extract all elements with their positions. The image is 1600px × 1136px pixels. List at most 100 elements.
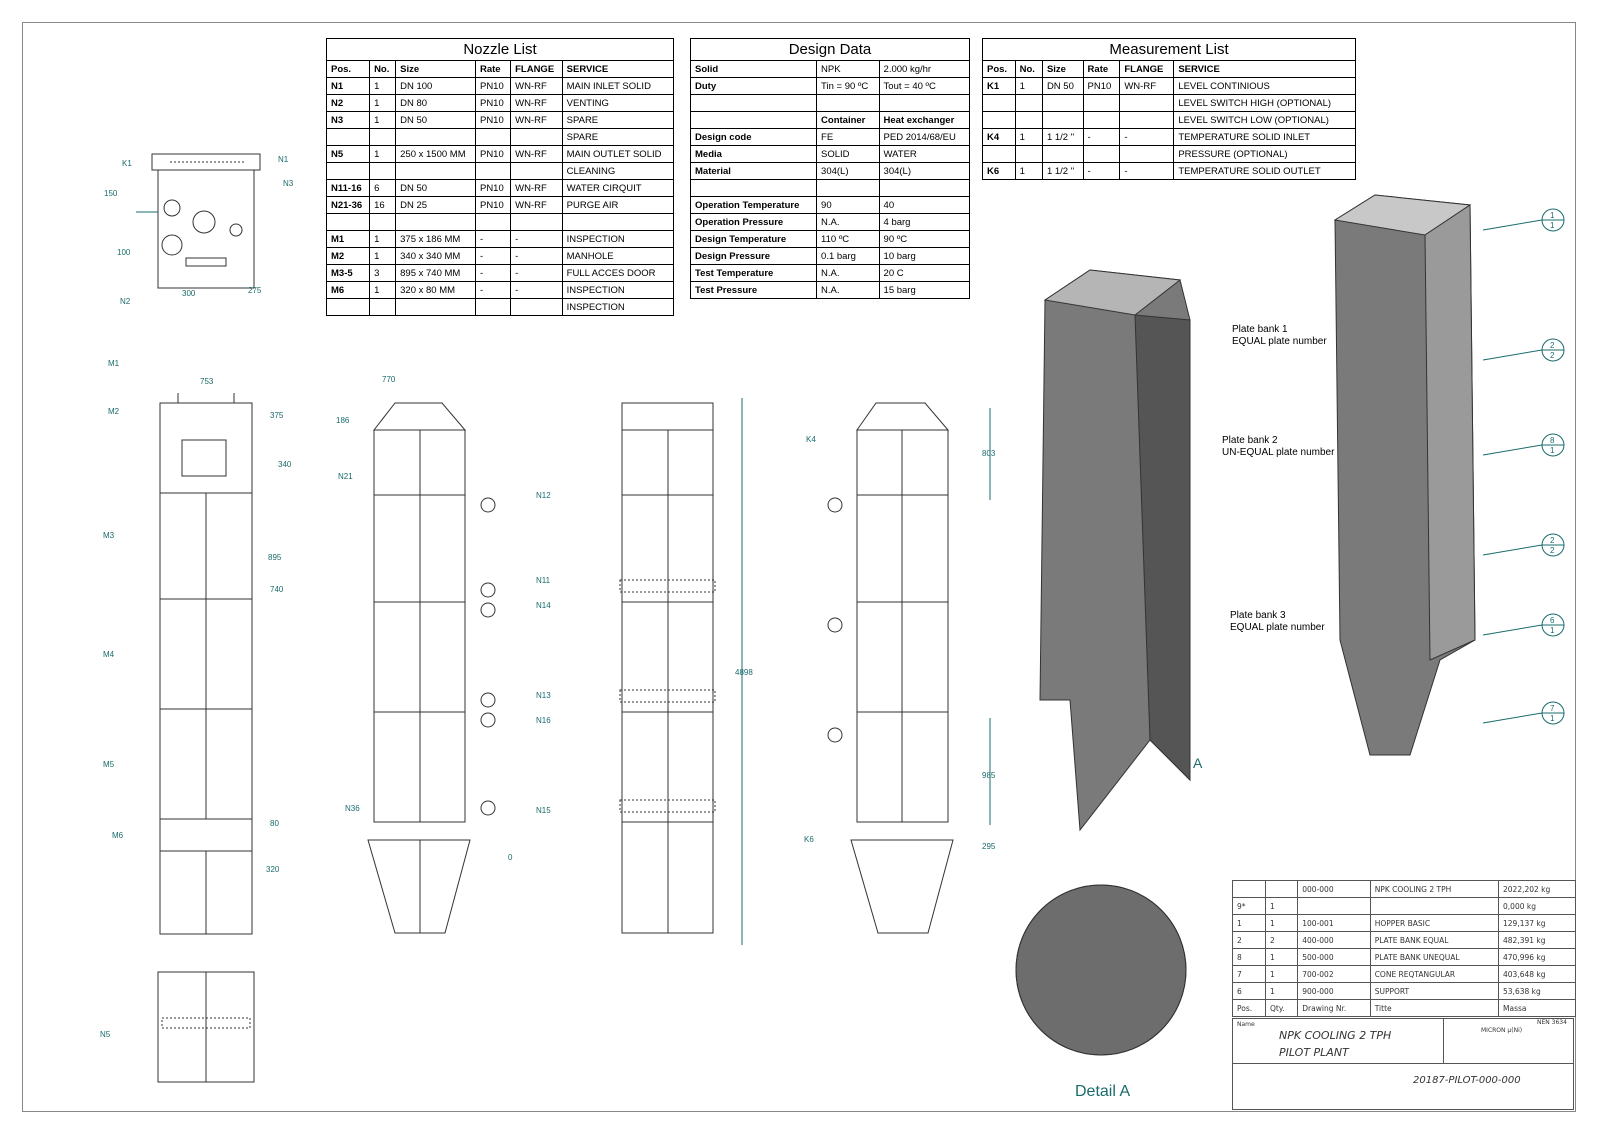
bottom-view [157,971,255,1083]
balloon: 22 [1482,338,1565,362]
side-view [367,402,496,934]
balloon-top: 2 [1550,536,1555,545]
dim-740: 740 [270,585,284,594]
dim-375: 375 [270,411,284,420]
balloon-top: 2 [1550,341,1555,350]
plate-bank-1-note: EQUAL plate number [1232,336,1327,347]
balloon-leader [1482,444,1543,456]
label-k6: K6 [804,835,814,844]
label-k4: K4 [806,435,816,444]
dim-80: 80 [270,819,279,828]
right-view [827,402,991,934]
dim-275: 275 [248,286,262,295]
view-labels: K1 N1 N3 N2 150 100 300 275 M1 M2 M3 M4 … [100,155,1335,1100]
bom-cell: 000-000 [1297,880,1371,898]
measurement-list-title: Measurement List [982,38,1356,60]
table-cell: 1 [1014,162,1043,180]
rear-view [619,398,743,945]
bom-cell [1297,897,1371,915]
bom-cell: SUPPORT [1369,982,1500,1000]
table-row [689,94,971,112]
label-n16: N16 [536,716,551,725]
plate-bank-2-label: Plate bank 2 [1222,435,1278,446]
label-n14: N14 [536,601,551,610]
balloon-leader [1482,624,1543,636]
dim-985: 985 [982,771,996,780]
table-row: PRESSURE (OPTIONAL) [982,145,1356,163]
table-row [689,179,971,197]
label-0: 0 [508,853,513,862]
dim-895: 895 [268,553,282,562]
table-cell: PN10 [474,94,512,112]
bom-cell: 1 [1264,982,1299,1000]
dim-770: 770 [382,375,396,384]
bom-cell: 470,996 kg [1498,948,1576,966]
balloon: 22 [1482,533,1565,557]
bom-cell: 8 [1232,948,1266,966]
label-n36: N36 [345,804,360,813]
balloon: 81 [1482,433,1565,457]
balloon-bottom: 1 [1550,626,1555,635]
bom-cell: 1 [1264,914,1299,932]
table-cell: - [474,264,512,282]
norm-note: NEN 3634 [1537,1019,1567,1026]
label-k1: K1 [122,159,132,168]
bom-cell: 2 [1264,931,1299,949]
table-cell: 15 barg [878,281,971,299]
label-m3: M3 [103,531,115,540]
balloon-top: 7 [1550,704,1555,713]
label-n12: N12 [536,491,551,500]
label-m4: M4 [103,650,115,659]
table-cell: Test Pressure [689,281,818,299]
dim-753: 753 [200,377,214,386]
title-block-name-label: Name [1237,1021,1255,1028]
bom-cell: PLATE BANK EQUAL [1369,931,1500,949]
bom-cell: PLATE BANK UNEQUAL [1369,948,1500,966]
bom-cell: HOPPER BASIC [1369,914,1500,932]
dim-803: 803 [982,449,996,458]
bom-cell: 700-002 [1297,965,1371,983]
label-m6: M6 [112,831,124,840]
plate-bank-3-note: EQUAL plate number [1230,622,1325,633]
bom-cell: 900-000 [1297,982,1371,1000]
bom-cell: 1 [1264,897,1299,915]
table-cell [369,298,397,316]
table-cell: INSPECTION [561,298,675,316]
front-view [159,393,253,935]
drawing-number: 20187-PILOT-000-000 [1413,1075,1521,1086]
label-n21: N21 [338,472,353,481]
bom-cell [1232,880,1266,898]
bom-cell: 1 [1232,914,1266,932]
detail-marker-a: A [1193,755,1203,771]
table-cell: TEMPERATURE SOLID OUTLET [1173,162,1356,180]
balloon-bottom: 2 [1550,546,1555,555]
bom-cell: 500-000 [1297,948,1371,966]
balloon-top: 1 [1550,211,1555,220]
balloon-leader [1482,544,1543,556]
bom-cell: 2022,202 kg [1498,880,1576,898]
table-cell [474,298,512,316]
table-row: CLEANING [325,162,675,180]
isometric-view-b [1333,194,1476,756]
dim-295: 295 [982,842,996,851]
title-block: Name NPK COOLING 2 TPH PILOT PLANT MICRO… [1232,1018,1574,1110]
isometric-view-a [1039,269,1191,832]
bom-cell: 403,648 kg [1498,965,1576,983]
